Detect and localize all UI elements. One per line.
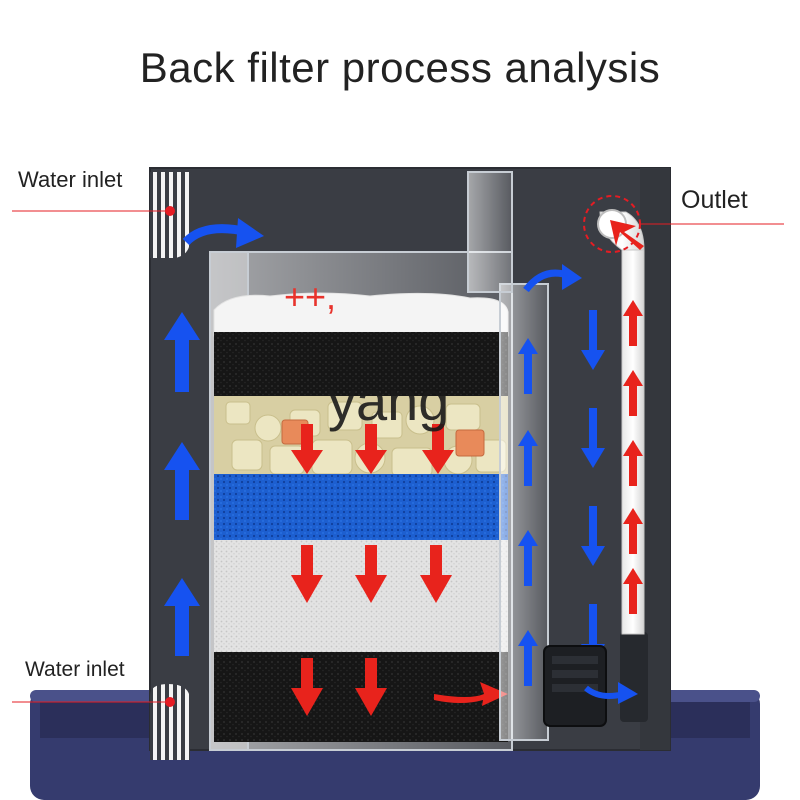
middle-channel-up-arrows xyxy=(518,338,538,686)
gray-sponge xyxy=(214,540,508,654)
black-sponge-top xyxy=(214,332,508,398)
label-leaders xyxy=(12,206,784,707)
watermark-marks: ++, xyxy=(284,276,337,317)
overflow-curved-arrowhead xyxy=(562,264,582,290)
ceramic-rings-layer xyxy=(214,396,508,477)
water-inlet-bottom-label: Water inlet xyxy=(25,658,125,681)
outlet-label: Outlet xyxy=(681,186,748,214)
inlet-curved-arrowhead xyxy=(236,218,264,248)
blue-sponge xyxy=(214,474,508,542)
outlet-pipe-up-arrows xyxy=(623,300,643,614)
filter-media-stack xyxy=(213,292,509,742)
outlet-exit-arrow xyxy=(610,220,644,250)
watermark-text: yang xyxy=(328,369,450,432)
inlet-grill-bottom-icon xyxy=(150,684,190,760)
pump-intake-arrowhead xyxy=(618,682,638,704)
left-channel-up-arrows xyxy=(164,312,200,656)
media-down-arrows xyxy=(291,424,454,716)
water-inlet-top-label: Water inlet xyxy=(18,167,123,192)
white-filter-cotton xyxy=(213,292,509,337)
page-title: Back filter process analysis xyxy=(139,44,661,91)
water-pump-icon xyxy=(543,632,648,727)
bottom-transfer-arrow xyxy=(434,682,508,706)
